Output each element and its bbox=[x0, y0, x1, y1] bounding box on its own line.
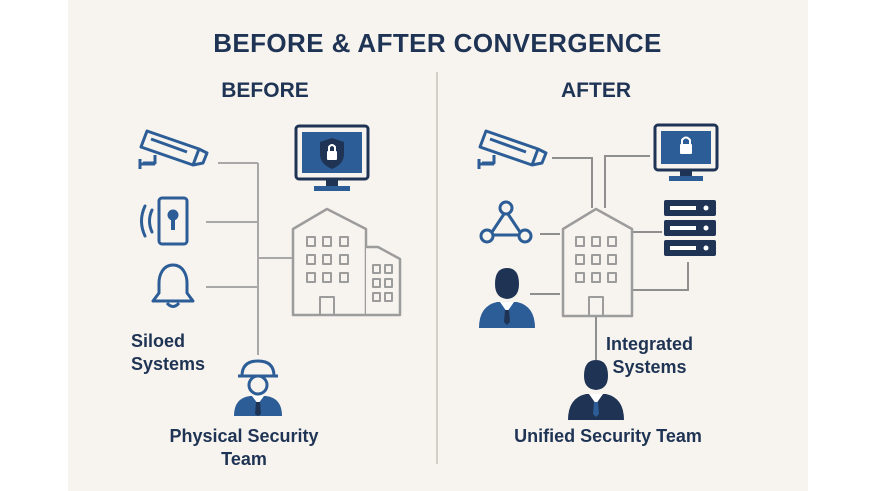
siloed-systems-label: Siloed Systems bbox=[131, 330, 205, 376]
alarm-bell-icon bbox=[151, 263, 195, 308]
camera-icon bbox=[477, 129, 548, 169]
before-heading: BEFORE bbox=[221, 79, 309, 102]
siloed-systems-line2: Systems bbox=[131, 354, 206, 374]
access-reader-icon bbox=[140, 196, 189, 246]
column-divider bbox=[436, 72, 438, 464]
physical-security-team-line2: Team bbox=[221, 449, 267, 469]
integrated-systems-line1: Integrated bbox=[606, 334, 694, 354]
building-icon bbox=[561, 207, 634, 318]
monitor-lock-icon bbox=[294, 124, 370, 191]
siloed-systems-line1: Siloed bbox=[131, 331, 186, 351]
network-nodes-icon bbox=[479, 200, 533, 244]
page-title: BEFORE & AFTER CONVERGENCE bbox=[213, 28, 662, 58]
security-guard-icon bbox=[234, 359, 282, 416]
server-icon bbox=[664, 200, 716, 256]
integrated-systems-line2: Systems bbox=[612, 357, 687, 377]
physical-security-team-line1: Physical Security bbox=[169, 426, 319, 446]
unified-security-team-label: Unified Security Team bbox=[514, 426, 702, 446]
security-team-member-icon bbox=[568, 360, 624, 420]
camera-icon bbox=[138, 129, 209, 169]
integrated-systems-label: Integrated Systems bbox=[606, 333, 693, 379]
after-heading: AFTER bbox=[561, 79, 631, 102]
user-icon bbox=[479, 268, 535, 328]
before-connectors bbox=[206, 162, 292, 355]
monitor-lock-icon bbox=[653, 123, 719, 181]
building-icon bbox=[291, 207, 402, 317]
physical-security-team-label: Physical Security Team bbox=[144, 425, 344, 471]
after-connectors bbox=[530, 155, 689, 360]
